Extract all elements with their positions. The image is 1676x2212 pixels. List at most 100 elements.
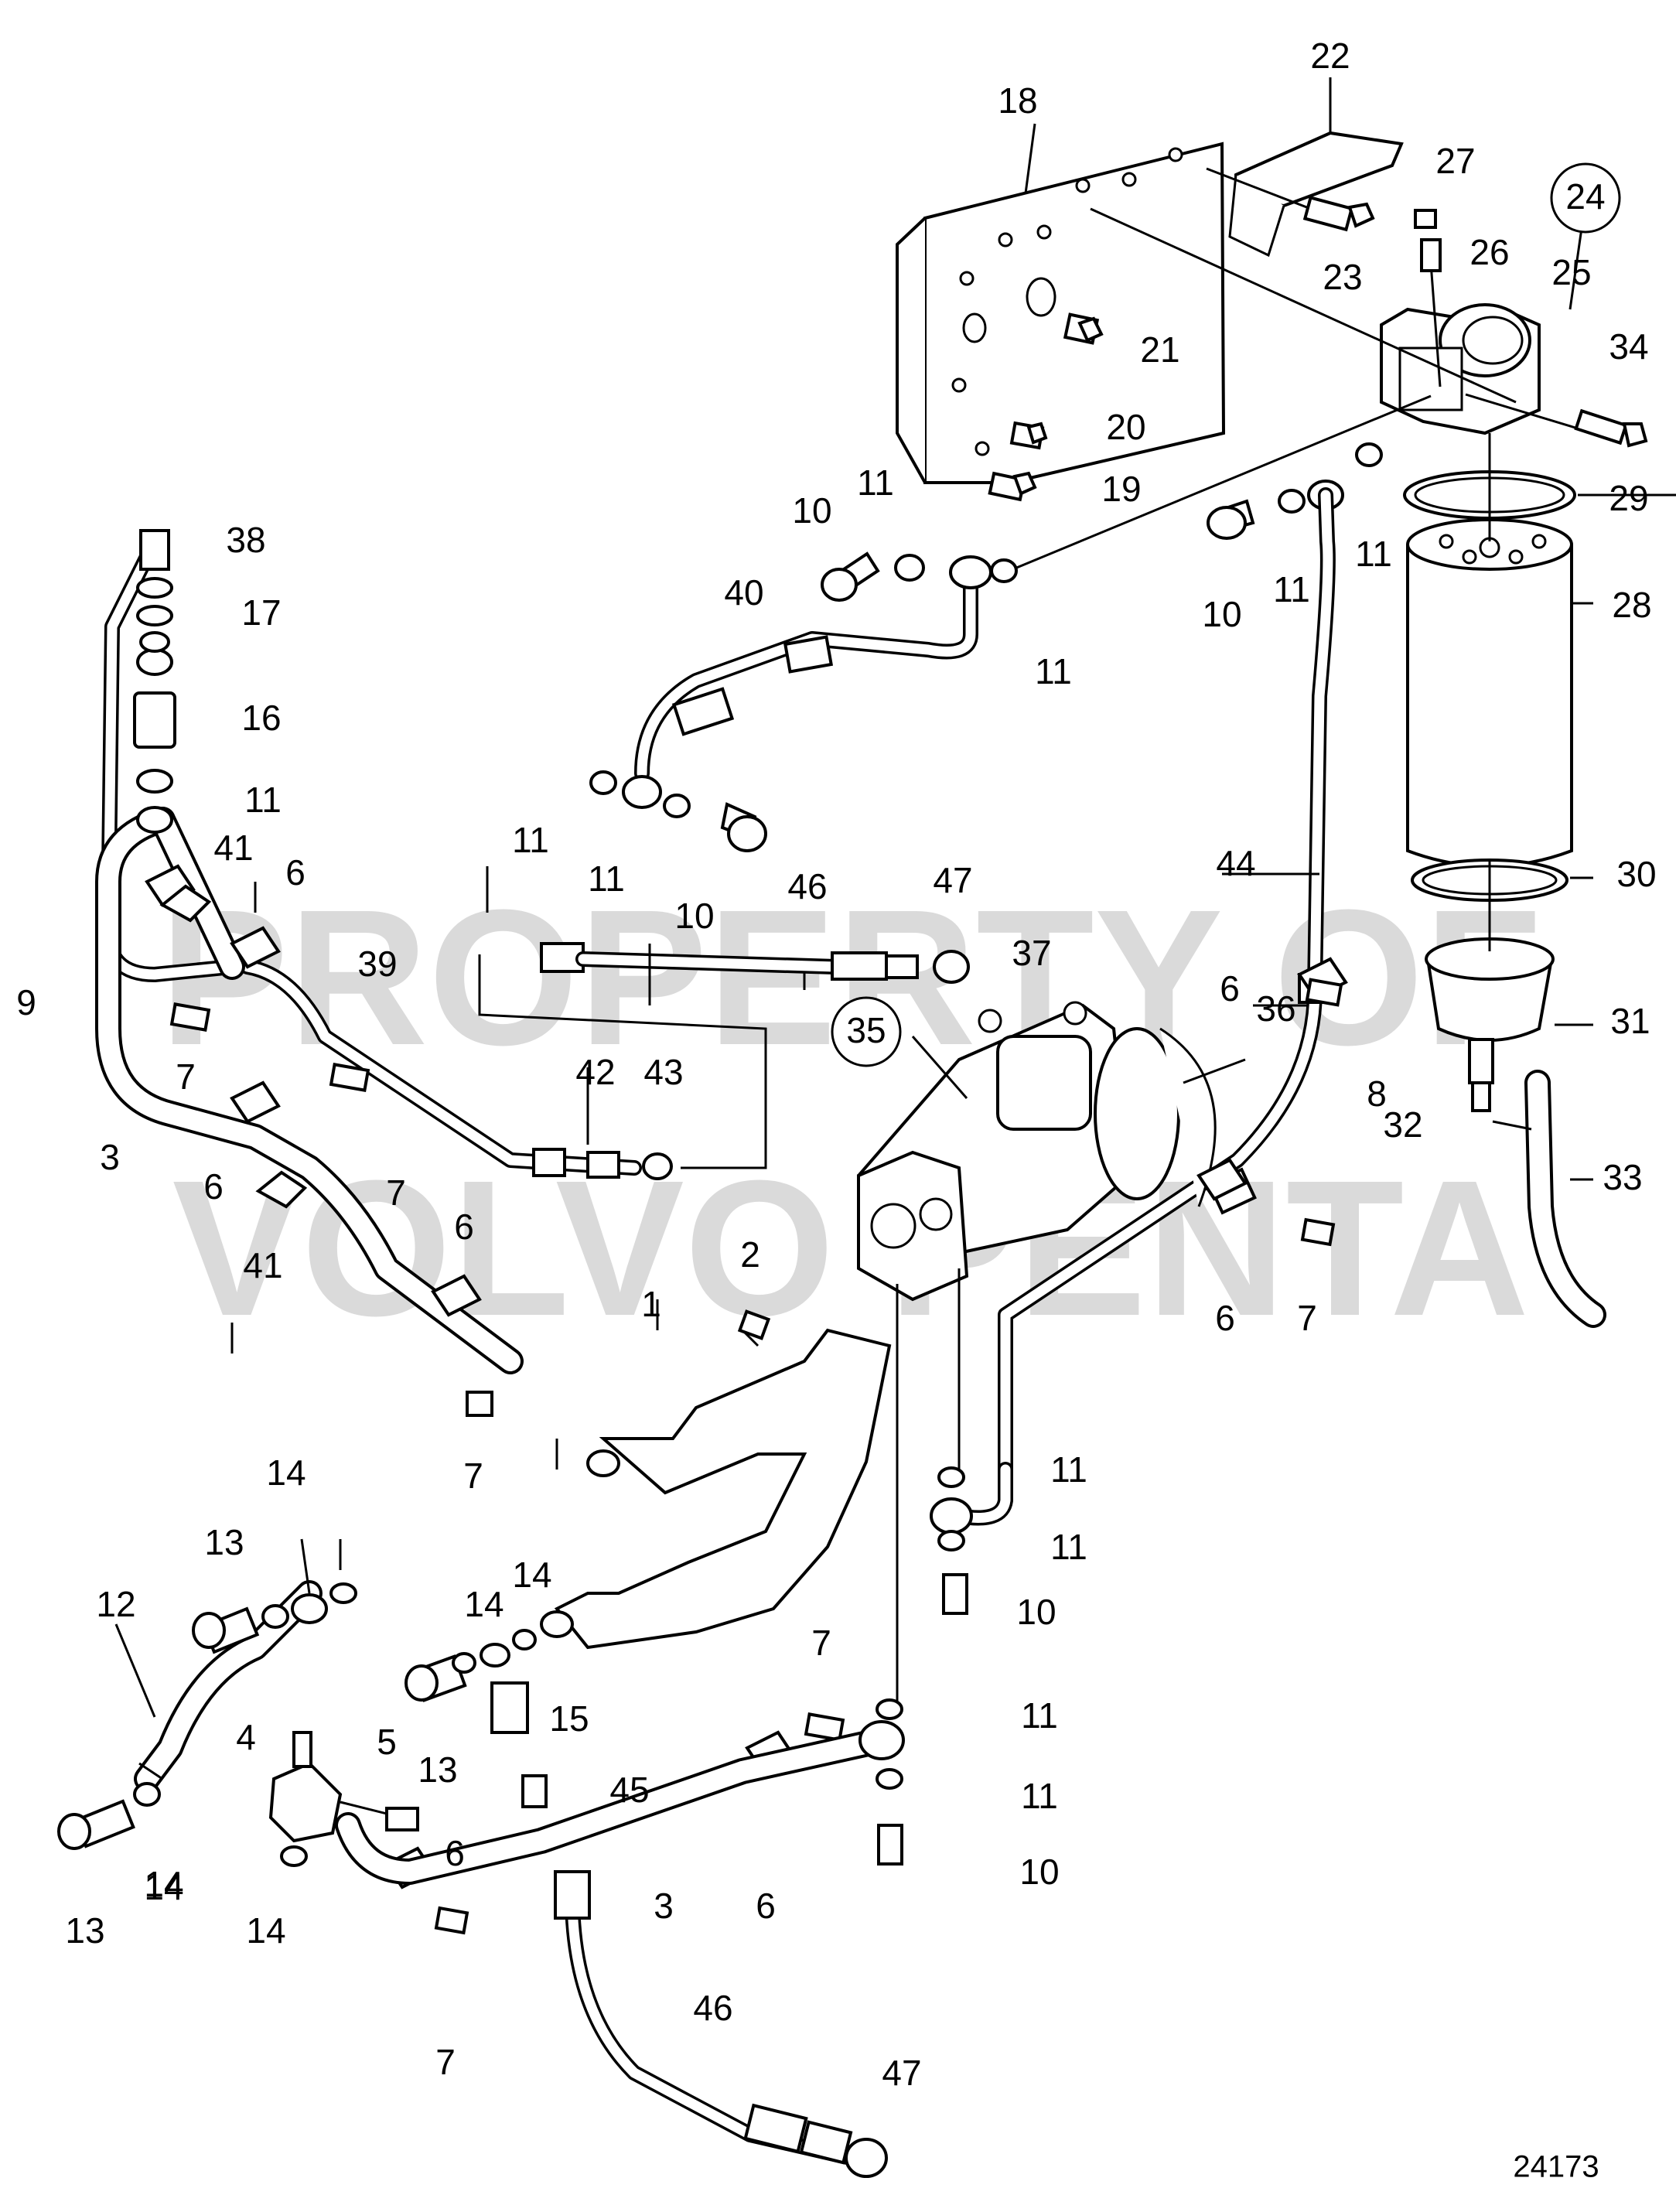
drawing-number: 24173: [1513, 2150, 1599, 2184]
callout-16: 16: [241, 698, 281, 738]
callout-6d: 6: [454, 1207, 474, 1247]
callout-42: 42: [575, 1052, 615, 1092]
callout-7d: 7: [463, 1456, 483, 1496]
callout-11d: 11: [1035, 651, 1072, 691]
fitting-15-45: [404, 1629, 548, 1808]
callout-21: 21: [1140, 329, 1179, 370]
callout-14b: 14: [464, 1584, 503, 1624]
callout-22: 22: [1310, 36, 1350, 76]
callout-31: 31: [1610, 1001, 1650, 1041]
callout-18: 18: [998, 80, 1037, 121]
callout-12: 12: [96, 1584, 135, 1624]
callout-11g: 11: [588, 859, 625, 899]
callout-44: 44: [1216, 843, 1255, 883]
small-bracket: [1228, 131, 1404, 258]
callout-47a: 47: [933, 860, 972, 900]
leader-lines: [114, 77, 1676, 1718]
callout-6b: 6: [1220, 968, 1240, 1009]
hose-46-upper: [478, 942, 970, 1180]
pump-assembly: [856, 1001, 1217, 1302]
callout-29: 29: [1609, 478, 1648, 518]
callout-7a: 7: [176, 1057, 196, 1097]
mounting-bracket: [896, 142, 1226, 484]
callout-11e: 11: [244, 780, 282, 820]
watermark: PROPERTY OF VOLVO PENTA: [159, 869, 1541, 1356]
callout-13a: 13: [204, 1522, 244, 1562]
callout-6a: 6: [285, 852, 306, 893]
callout-38: 38: [226, 520, 265, 560]
callout-15: 15: [549, 1698, 589, 1739]
callout-45: 45: [609, 1770, 649, 1810]
callout-33: 33: [1603, 1157, 1642, 1197]
heat-shield-plate: [540, 1328, 892, 1650]
callout-9: 9: [16, 982, 36, 1022]
callout-10a: 10: [792, 490, 831, 531]
callout-24: 24: [1565, 176, 1605, 217]
callout-7e: 7: [811, 1623, 831, 1663]
callout-6c: 6: [203, 1166, 224, 1207]
callout-7c: 7: [1297, 1298, 1317, 1338]
callout-39: 39: [357, 944, 397, 984]
callout-3b: 3: [654, 1886, 674, 1926]
tee-fitting: [57, 1582, 419, 1867]
callout-17: 17: [241, 592, 281, 633]
callout-43: 43: [643, 1052, 683, 1092]
callout-36: 36: [1256, 988, 1295, 1029]
callout-5: 5: [377, 1722, 397, 1762]
callout-34: 34: [1609, 326, 1648, 367]
callout-27: 27: [1435, 141, 1475, 181]
callout-11k: 11: [1021, 1776, 1058, 1816]
callout-13b: 13: [418, 1749, 457, 1790]
callout-14f: 14: [144, 1867, 183, 1907]
callout-24-circle: [1550, 162, 1621, 234]
callout-11f: 11: [512, 820, 549, 860]
callout-14c: 14: [512, 1555, 551, 1595]
callout-10d: 10: [1016, 1592, 1056, 1632]
bracket-bolts: [988, 167, 1375, 502]
callout-4: 4: [236, 1717, 256, 1757]
callout-11j: 11: [1021, 1695, 1058, 1736]
callout-23: 23: [1323, 257, 1362, 297]
callout-11i: 11: [1050, 1527, 1087, 1567]
callout-6e: 6: [1215, 1298, 1235, 1338]
callout-20: 20: [1106, 407, 1145, 447]
callout-7f: 7: [435, 2042, 456, 2082]
callout-2: 2: [740, 1234, 760, 1275]
callout-35: 35: [846, 1010, 886, 1050]
callout-11a: 11: [857, 463, 894, 503]
callout-11b: 11: [1273, 569, 1310, 609]
callout-41a: 41: [213, 828, 253, 868]
callout-37: 37: [1012, 933, 1051, 973]
callout-11c: 11: [1355, 534, 1392, 574]
callout-10c: 10: [674, 896, 714, 936]
callout-40: 40: [724, 572, 763, 613]
callout-6f: 6: [445, 1833, 465, 1873]
lower-hoses: [134, 1466, 968, 2178]
callout-41b: 41: [243, 1245, 282, 1285]
callout-13c: 13: [65, 1910, 104, 1951]
callout-labels: 22 18 27 24 26 23 25 21 34 20 19 29 38 1…: [16, 36, 1656, 2093]
fitting-16: [133, 529, 176, 834]
filter-head: [1380, 303, 1541, 435]
callout-14a: 14: [266, 1452, 306, 1493]
fuel-pipe-40: [622, 555, 992, 809]
callout-46a: 46: [787, 866, 827, 906]
callout-11h: 11: [1050, 1449, 1087, 1490]
watermark-line-2: VOLVO PENTA: [172, 1140, 1530, 1356]
callout-7b: 7: [386, 1173, 406, 1213]
callout-1: 1: [641, 1284, 661, 1324]
callout-26: 26: [1469, 232, 1509, 272]
callout-3a: 3: [100, 1137, 120, 1177]
callout-14d: 14: [144, 1864, 183, 1904]
callout-32: 32: [1383, 1104, 1422, 1145]
callout-25: 25: [1551, 252, 1591, 292]
banjo-bolts: [589, 442, 1383, 852]
callout-19: 19: [1101, 469, 1141, 509]
callout-28: 28: [1612, 585, 1651, 625]
callout-8: 8: [1367, 1074, 1387, 1114]
callout-30: 30: [1616, 854, 1656, 894]
callout-10b: 10: [1202, 594, 1241, 634]
drain-fitting: [1468, 1038, 1606, 1328]
fuel-filter: [1403, 433, 1576, 1042]
